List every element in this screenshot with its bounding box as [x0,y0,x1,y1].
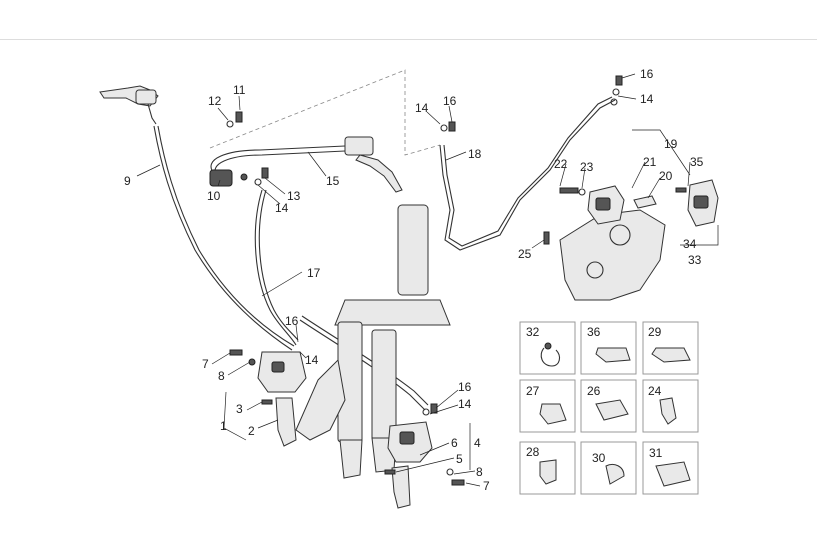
bolt-22-23[interactable] [559,187,586,196]
pin-3[interactable] [261,399,273,405]
brake-hose-9[interactable] [153,125,295,351]
callout-16-b: 16 [640,67,654,81]
callout-5: 5 [456,452,463,466]
callout-17: 17 [307,266,321,280]
brake-hose-18[interactable] [439,96,616,251]
caliper-bolt-7-left[interactable] [229,349,256,366]
banjo-bolt-16-top[interactable] [610,75,623,106]
group-bracket-1 [223,391,247,441]
svg-text:26: 26 [587,384,601,398]
detail-box-32[interactable]: 32 [519,321,576,375]
callout-13: 13 [287,189,301,203]
detail-box-29[interactable]: 29 [642,321,699,375]
brake-pad-right[interactable] [391,465,411,509]
leader-lines [136,73,691,487]
svg-text:24: 24 [648,384,662,398]
callout-11: 11 [233,83,246,97]
group-bracket-19 [632,129,691,176]
rear-bracket [559,209,666,301]
pad-20[interactable] [633,195,657,209]
callout-25: 25 [518,247,532,261]
callout-8-a: 8 [218,369,225,383]
clamp-10[interactable] [209,169,248,187]
callout-9: 9 [124,174,131,188]
assembly-dashed-line [209,69,441,156]
banjo-bolt-16-mid[interactable] [440,121,456,132]
svg-text:31: 31 [649,446,663,460]
callout-labels: 9 11 12 10 13 14 15 17 14 16 18 16 14 19… [124,67,704,493]
callout-20: 20 [659,169,673,183]
brake-lever[interactable] [99,85,159,125]
callout-2: 2 [248,424,255,438]
detail-box-27[interactable]: 27 [519,379,576,433]
bolt-25[interactable] [543,231,550,245]
header-divider [0,39,817,40]
callout-16-a: 16 [443,94,457,108]
washer-12[interactable] [226,120,234,128]
detail-box-30[interactable]: 30 [580,441,637,495]
caliper-33[interactable] [675,179,719,227]
callout-7-a: 7 [202,357,209,371]
group-bracket-33 [680,225,719,246]
svg-text:36: 36 [587,325,601,339]
callout-14-b: 14 [415,101,429,115]
callout-7-b: 7 [483,479,490,493]
callout-15: 15 [326,174,340,188]
callout-14-d: 14 [305,353,319,367]
callout-19: 19 [664,137,678,151]
brake-caliper-left[interactable] [257,351,307,393]
callout-14-a: 14 [275,201,289,215]
callout-35: 35 [690,155,704,169]
callout-23: 23 [580,160,594,174]
callout-21: 21 [643,155,657,169]
callout-12: 12 [208,94,222,108]
callout-33: 33 [688,253,702,267]
svg-text:30: 30 [592,451,606,465]
callout-16-c: 16 [285,314,299,328]
callout-4: 4 [474,436,481,450]
callout-14-c: 14 [640,92,654,106]
callout-34: 34 [683,237,697,251]
svg-text:29: 29 [648,325,662,339]
callout-22: 22 [554,157,568,171]
banjo-bolt-13[interactable] [254,167,269,186]
front-fork [295,204,451,479]
callout-6: 6 [451,436,458,450]
banjo-bolt-16-right[interactable] [422,403,438,416]
callout-1: 1 [220,419,227,433]
detail-box-28[interactable]: 28 [519,441,576,495]
brake-pad-left[interactable] [275,397,297,447]
callout-8-b: 8 [476,465,483,479]
callout-3: 3 [236,402,243,416]
detail-box-24[interactable]: 24 [642,379,699,433]
callout-10: 10 [207,189,221,203]
callout-14-e: 14 [458,397,472,411]
svg-text:27: 27 [526,384,540,398]
detail-box-31[interactable]: 31 [642,441,699,495]
svg-text:32: 32 [526,325,540,339]
rear-caliper[interactable] [587,185,625,225]
bolt-11[interactable] [235,111,243,123]
svg-text:28: 28 [526,445,540,459]
callout-16-d: 16 [458,380,472,394]
brake-caliper-right[interactable] [387,421,433,463]
master-cylinder[interactable] [344,136,403,193]
pin-5[interactable] [384,469,396,475]
caliper-bolt-7-right[interactable] [446,468,465,486]
callout-18: 18 [468,147,482,161]
detail-box-26[interactable]: 26 [580,379,637,433]
detail-box-36[interactable]: 36 [580,321,637,375]
